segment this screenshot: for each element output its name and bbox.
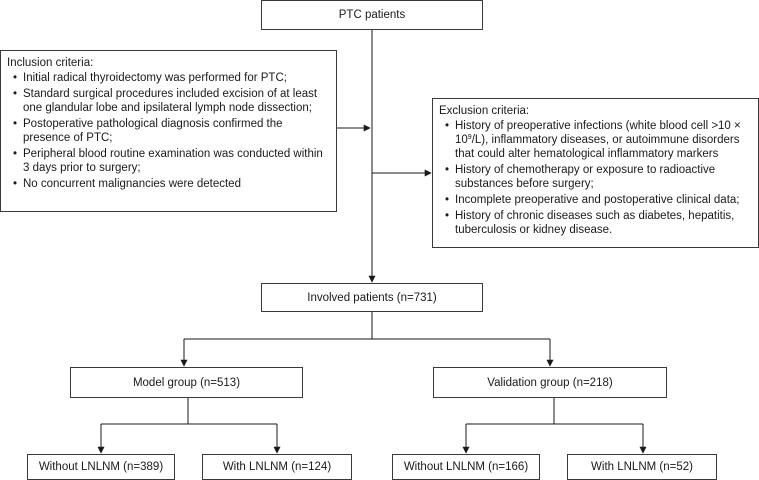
- exclusion-criterion: History of preoperative infections (whit…: [439, 119, 752, 161]
- node-involved-patients: Involved patients (n=731): [261, 283, 483, 312]
- node-validation-with-lnlnm-label: With LNLNM (n=52): [591, 461, 693, 473]
- node-involved-patients-label: Involved patients (n=731): [307, 291, 437, 304]
- exclusion-criteria-box: Exclusion criteria: History of preoperat…: [432, 98, 759, 248]
- node-model-without-lnlnm: Without LNLNM (n=389): [27, 454, 175, 480]
- node-model-without-lnlnm-label: Without LNLNM (n=389): [38, 461, 164, 473]
- node-validation-group: Validation group (n=218): [433, 367, 667, 398]
- exclusion-criterion-superscript: 9: [467, 134, 472, 141]
- node-validation-without-lnlnm-label: Without LNLNM (n=166): [403, 461, 529, 473]
- exclusion-criterion-text: /L), inflammatory diseases, or autoimmun…: [455, 134, 740, 160]
- node-ptc-patients-label: PTC patients: [338, 9, 406, 21]
- node-validation-group-label: Validation group (n=218): [487, 376, 613, 389]
- inclusion-criterion: Postoperative pathological diagnosis con…: [7, 117, 330, 145]
- node-validation-with-lnlnm: With LNLNM (n=52): [567, 454, 717, 480]
- node-model-group-label: Model group (n=513): [132, 376, 241, 389]
- exclusion-criterion: History of chronic diseases such as diab…: [439, 209, 752, 237]
- exclusion-criteria-heading: Exclusion criteria:: [439, 105, 530, 117]
- node-model-with-lnlnm: With LNLNM (n=124): [202, 454, 352, 480]
- inclusion-criterion: No concurrent malignancies were detected: [7, 177, 330, 191]
- node-model-group: Model group (n=513): [70, 367, 303, 398]
- inclusion-criteria-box: Inclusion criteria: Initial radical thyr…: [0, 50, 337, 212]
- node-ptc-patients: PTC patients: [261, 0, 483, 30]
- node-model-with-lnlnm-label: With LNLNM (n=124): [222, 461, 332, 473]
- exclusion-criterion-text: History of preoperative infections (whit…: [455, 120, 741, 146]
- inclusion-criterion: Initial radical thyroidectomy was perfor…: [7, 71, 330, 85]
- inclusion-criteria-list: Initial radical thyroidectomy was perfor…: [7, 71, 330, 191]
- node-validation-without-lnlnm: Without LNLNM (n=166): [392, 454, 540, 480]
- inclusion-criteria-heading: Inclusion criteria:: [7, 57, 94, 69]
- exclusion-criterion: Incomplete preoperative and postoperativ…: [439, 193, 752, 207]
- inclusion-criterion: Standard surgical procedures included ex…: [7, 87, 330, 115]
- exclusion-criterion: History of chemotherapy or exposure to r…: [439, 163, 752, 191]
- exclusion-criteria-list: History of preoperative infections (whit…: [439, 119, 752, 237]
- inclusion-criterion: Peripheral blood routine examination was…: [7, 147, 330, 175]
